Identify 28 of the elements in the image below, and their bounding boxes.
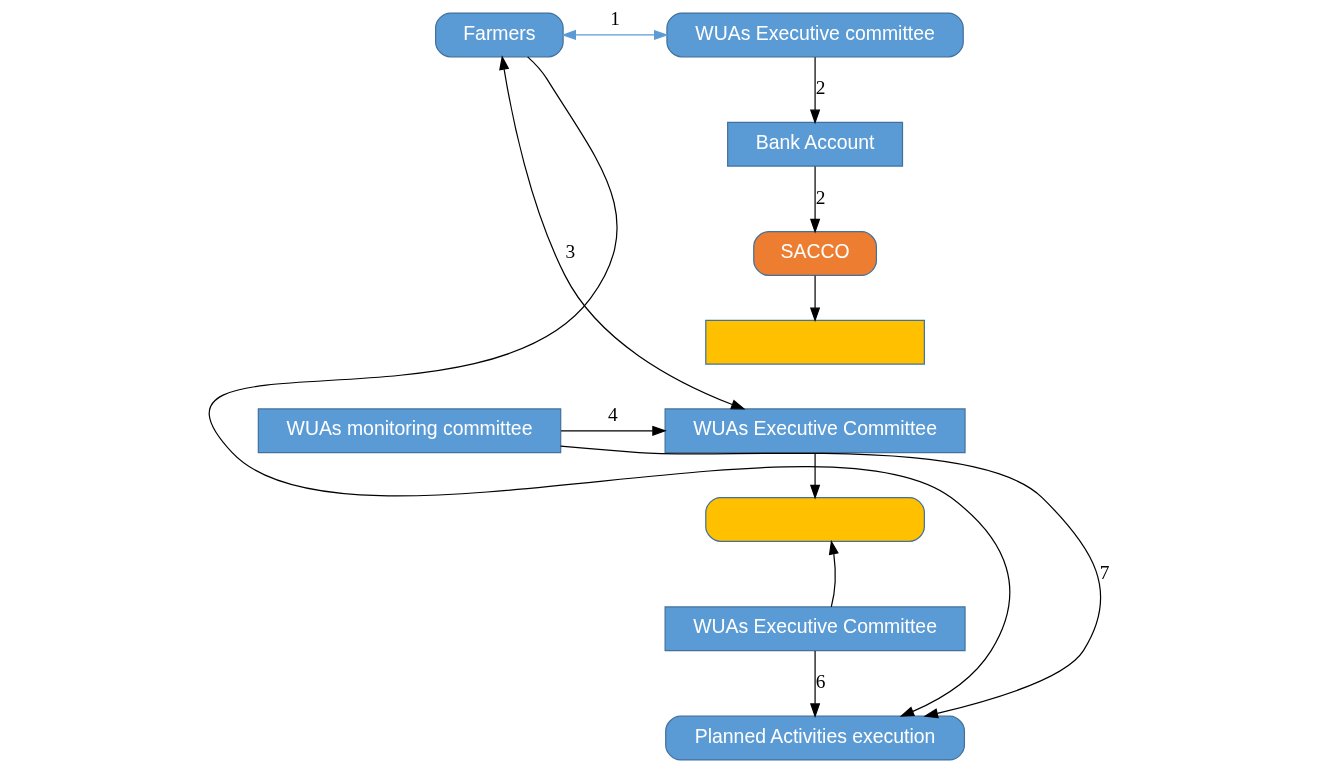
edge-label: 2 <box>815 186 826 208</box>
arrow <box>809 650 821 718</box>
arrow <box>809 56 821 125</box>
node-box <box>705 497 925 542</box>
arrow <box>809 452 821 500</box>
node-box: Bank Account <box>727 121 904 167</box>
edge-label: 3 <box>565 241 576 263</box>
node-box: WUAs Executive committee <box>666 12 964 58</box>
arrow <box>499 55 746 410</box>
edge-label: 1 <box>610 8 620 30</box>
arrow <box>560 425 667 436</box>
edge-label: 4 <box>608 403 618 425</box>
arrow <box>561 29 669 41</box>
arrow <box>560 445 1102 719</box>
node-box: WUAs Executive Committee <box>664 606 966 652</box>
arrow <box>809 275 821 323</box>
node-box <box>705 319 925 365</box>
node-box: WUAs Executive Committee <box>664 408 966 454</box>
node-box: Planned Activities execution <box>665 715 966 761</box>
node-box: SACCO <box>753 231 877 276</box>
edge-label: 7 <box>1099 561 1110 583</box>
node-box: Farmers <box>435 12 564 58</box>
arrow <box>809 166 821 234</box>
arrow <box>209 56 1011 717</box>
edge-label: 6 <box>815 671 826 692</box>
arrow <box>828 540 839 608</box>
edge-label: 2 <box>815 77 826 99</box>
node-box: WUAs monitoring committee <box>257 408 562 454</box>
